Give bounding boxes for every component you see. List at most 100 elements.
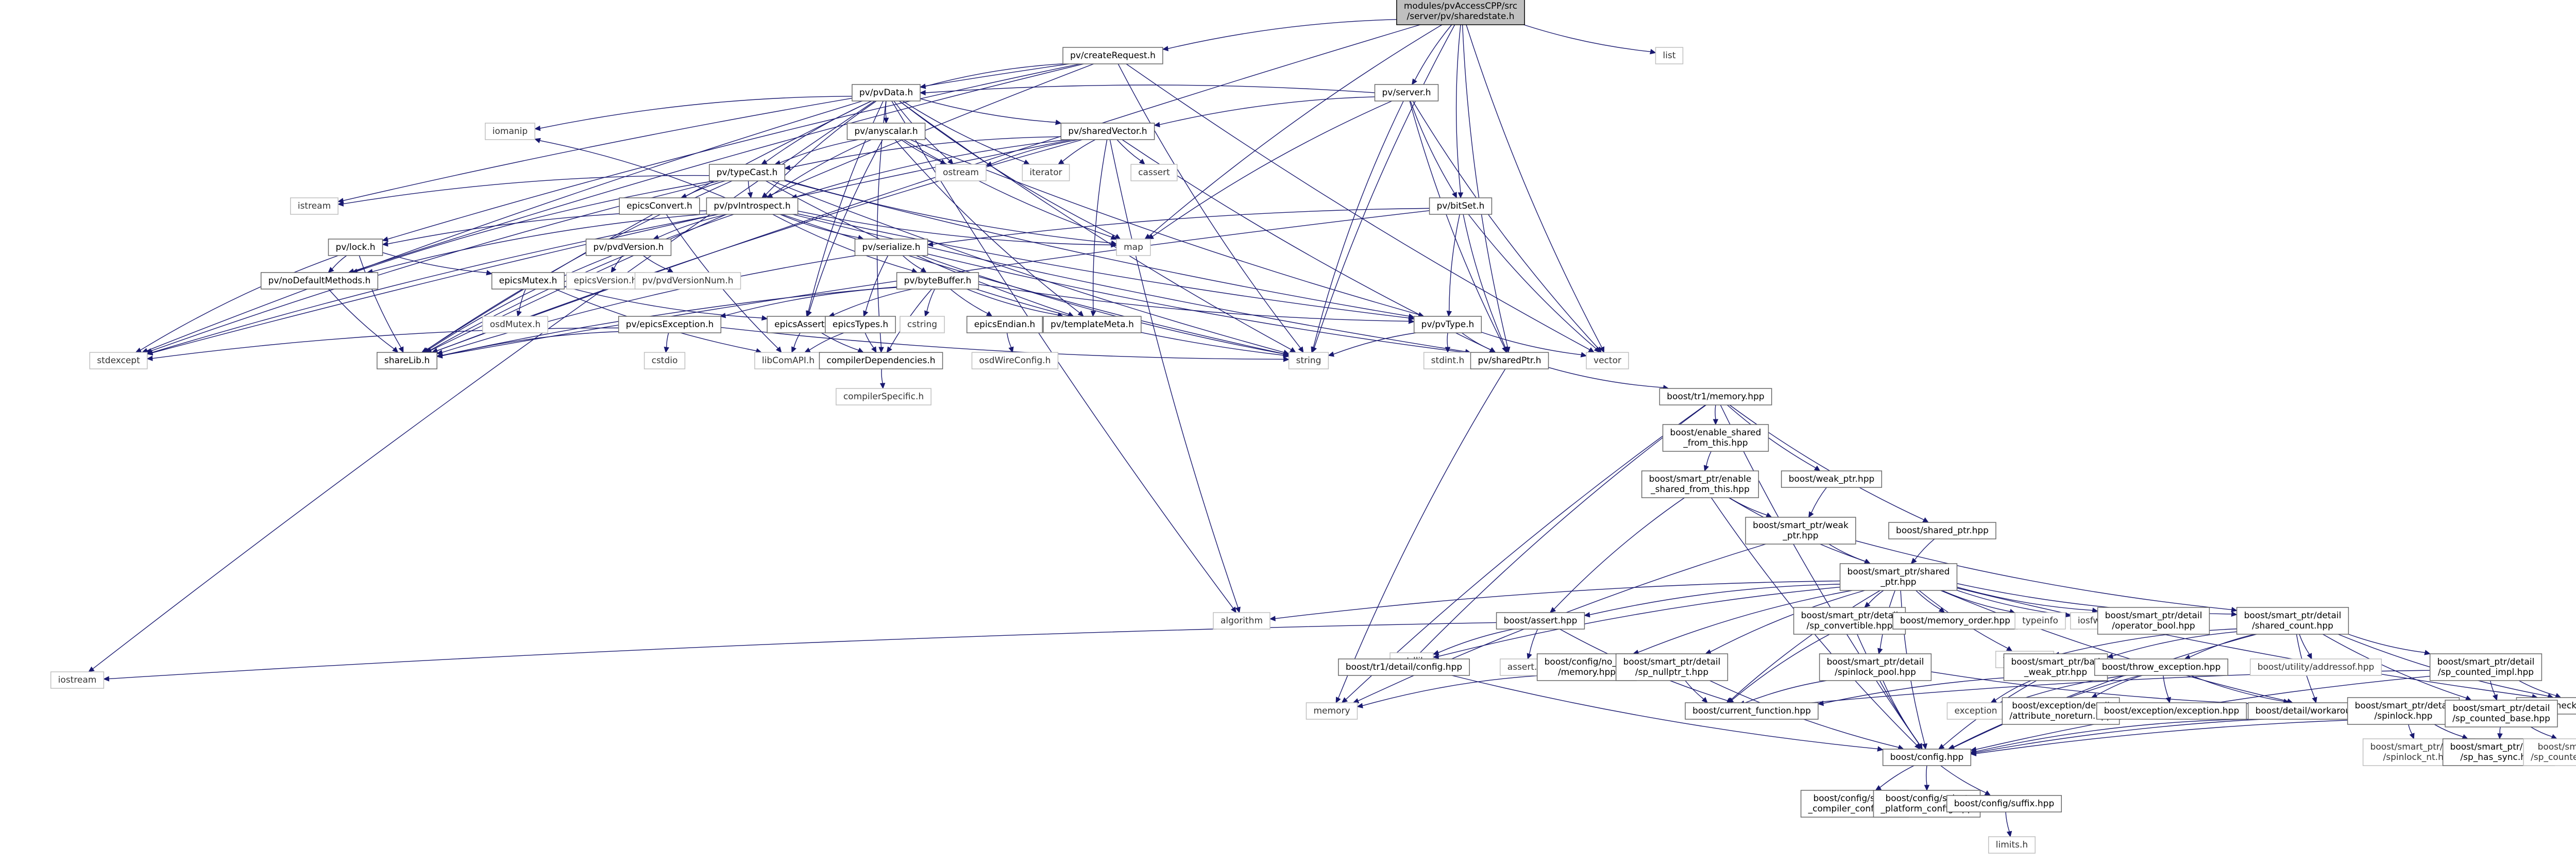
- edge-root-to-pvServer: [1411, 24, 1452, 86]
- node-pvTemplateMeta[interactable]: pv/templateMeta.h: [1043, 316, 1142, 333]
- edge-arrowhead: [1713, 419, 1719, 426]
- node-compilerDep[interactable]: compilerDependencies.h: [819, 352, 943, 369]
- node-box: [1888, 522, 1996, 539]
- edge-arrowhead: [760, 159, 768, 165]
- node-epicsTypes[interactable]: epicsTypes.h: [825, 316, 896, 333]
- node-label: pv/noDefaultMethods.h: [268, 276, 371, 286]
- node-bEnableShared[interactable]: boost/enable_shared_from_this.hpp: [1662, 424, 1769, 452]
- node-sharedLib[interactable]: shareLib.h: [377, 352, 437, 369]
- node-bSpinlockPool[interactable]: boost/smart_ptr/detail/spinlock_pool.hpp: [1819, 653, 1932, 681]
- node-pvLock[interactable]: pv/lock.h: [328, 239, 383, 256]
- node-pvSharedVector[interactable]: pv/sharedVector.h: [1060, 123, 1155, 140]
- node-box: [846, 123, 926, 140]
- node-pvDataVersion[interactable]: pv/pvdVersion.h: [585, 239, 672, 256]
- node-bSpinlock[interactable]: boost/smart_ptr/detail/spinlock.hpp: [2347, 697, 2460, 725]
- node-bSpSharedPtr[interactable]: boost/smart_ptr/shared_ptr.hpp: [1839, 563, 1958, 591]
- node-label: /sp_has_sync.hpp: [2460, 752, 2537, 763]
- node-bSpCountedBase[interactable]: boost/smart_ptr/detail/sp_counted_base.h…: [2445, 700, 2558, 727]
- edge-arrowhead: [392, 347, 399, 353]
- node-pvPvType[interactable]: pv/pvType.h: [1413, 316, 1482, 333]
- node-bSharedCount[interactable]: boost/smart_ptr/detail/shared_count.hpp: [2236, 607, 2349, 635]
- node-bOperatorBool[interactable]: boost/smart_ptr/detail/operator_bool.hpp: [2097, 607, 2210, 635]
- node-label: pv/anyscalar.h: [854, 126, 918, 137]
- edge-line: [427, 255, 613, 351]
- edge-pvPvType-to-stdint: [1445, 332, 1451, 353]
- node-epicsEndian[interactable]: epicsEndian.h: [966, 316, 1043, 333]
- node-epicsConvert[interactable]: epicsConvert.h: [619, 197, 700, 215]
- node-box: [1043, 316, 1142, 333]
- node-bSpCountedImpl[interactable]: boost/smart_ptr/detail/sp_counted_impl.h…: [2429, 653, 2543, 681]
- edge-line: [1957, 586, 2093, 611]
- node-root[interactable]: modules/pvAccessCPP/src/server/pv/shared…: [1396, 0, 1525, 25]
- node-pvServer[interactable]: pv/server.h: [1374, 84, 1439, 101]
- node-bSpEnableShared[interactable]: boost/smart_ptr/enable_shared_from_this.…: [1641, 470, 1759, 498]
- edge-line: [1167, 19, 1397, 49]
- edge-pvAnyscalar-to-ostream: [901, 139, 947, 165]
- edge-arrowhead: [1341, 697, 1348, 703]
- node-bSuffix[interactable]: boost/config/suffix.hpp: [1946, 795, 2062, 812]
- node-bSpNullptr[interactable]: boost/smart_ptr/detail/sp_nullptr_t.hpp: [1615, 653, 1728, 681]
- node-bTr1Config[interactable]: boost/tr1/detail/config.hpp: [1338, 658, 1470, 676]
- edge-line: [926, 289, 935, 312]
- edge-arrowhead: [791, 346, 796, 353]
- node-label: boost/shared_ptr.hpp: [1896, 526, 1989, 536]
- edge-pvServer-to-pvData: [919, 84, 1375, 96]
- node-bConfig[interactable]: boost/config.hpp: [1882, 749, 1972, 766]
- node-box: [1496, 612, 1585, 630]
- node-label: assert.h: [1507, 662, 1543, 672]
- node-bSpWeakPtr[interactable]: boost/smart_ptr/weak_ptr.hpp: [1745, 517, 1856, 545]
- node-bMemoryOrder[interactable]: boost/memory_order.hpp: [1892, 612, 2018, 630]
- node-bExcException[interactable]: boost/exception/exception.hpp: [2096, 702, 2247, 720]
- edge-root-to-pvBitSet: [1455, 24, 1464, 199]
- node-pvBitSet[interactable]: pv/bitSet.h: [1429, 197, 1493, 215]
- node-pvAnyscalar[interactable]: pv/anyscalar.h: [846, 123, 926, 140]
- edge-bEnableShared-to-bSpEnableShared: [1703, 451, 1711, 472]
- edge-arrowhead: [775, 346, 782, 353]
- node-label: typeinfo: [2022, 616, 2058, 626]
- node-pvEpicsException[interactable]: pv/epicsException.h: [618, 316, 722, 333]
- edge-bSpEnableShared-to-bAssert: [1549, 497, 1685, 613]
- node-pvByteBuffer[interactable]: pv/byteBuffer.h: [896, 272, 979, 290]
- node-pvSerialize[interactable]: pv/serialize.h: [854, 239, 928, 256]
- edge-pvByteBuffer-to-epicsEndian: [950, 289, 993, 317]
- node-pvSharedPtr[interactable]: pv/sharedPtr.h: [1470, 352, 1549, 369]
- node-bAssert[interactable]: boost/assert.hpp: [1496, 612, 1585, 630]
- node-bThrowException[interactable]: boost/throw_exception.hpp: [2094, 658, 2229, 676]
- edge-line: [92, 100, 875, 669]
- edge-line: [1940, 590, 2288, 702]
- node-pvTypeCast[interactable]: pv/typeCast.h: [708, 164, 786, 181]
- node-epicsMutex[interactable]: epicsMutex.h: [491, 272, 565, 290]
- edge-line: [642, 255, 669, 270]
- edge-line: [1109, 139, 1239, 608]
- edge-arrowhead: [2307, 653, 2312, 660]
- node-pvCreateRequest[interactable]: pv/createRequest.h: [1062, 47, 1163, 64]
- node-bSpConvertible[interactable]: boost/smart_ptr/detail/sp_convertible.hp…: [1793, 607, 1906, 635]
- edge-line: [1116, 139, 1141, 161]
- node-bWeakPtrH[interactable]: boost/weak_ptr.hpp: [1781, 470, 1883, 488]
- edge-bAssert-to-istreamSys: [103, 622, 1497, 682]
- node-box: [50, 671, 105, 689]
- edge-line: [2489, 680, 2496, 696]
- node-ossEndian: osdWireConfig.h: [971, 352, 1059, 369]
- edge-line: [1926, 765, 1927, 786]
- node-pvNoDefault[interactable]: pv/noDefaultMethods.h: [260, 272, 379, 290]
- node-bSharedPtrH[interactable]: boost/shared_ptr.hpp: [1888, 522, 1996, 539]
- edge-bSpSharedPtr-to-bCheckedDelete: [1957, 587, 2538, 700]
- edge-line: [1728, 497, 1767, 516]
- node-label: boost/smart_ptr/detail: [2244, 611, 2342, 621]
- edge-line: [1126, 63, 1590, 350]
- node-pvIntrospect[interactable]: pv/pvIntrospect.h: [706, 197, 799, 215]
- edge-arrowhead: [337, 201, 344, 207]
- edge-arrowhead: [611, 266, 617, 274]
- edge-pvBitSet-to-vector: [1468, 214, 1600, 353]
- edge-line: [2408, 724, 2413, 734]
- edge-line: [357, 180, 715, 272]
- node-bCurrentFunction[interactable]: boost/current_function.hpp: [1685, 702, 1819, 720]
- node-label: boost/smart_ptr/detail: [1827, 657, 1924, 667]
- node-bBadWeakPtr[interactable]: boost/smart_ptr/bad_weak_ptr.hpp: [2003, 653, 2108, 681]
- node-pvData[interactable]: pv/pvData.h: [852, 84, 921, 101]
- node-label: boost/exception/detail: [2012, 701, 2109, 711]
- node-label: boost/smart_ptr/detail: [2105, 611, 2202, 621]
- node-bTr1Memory[interactable]: boost/tr1/memory.hpp: [1659, 388, 1772, 405]
- edge-arrowhead: [1458, 192, 1464, 199]
